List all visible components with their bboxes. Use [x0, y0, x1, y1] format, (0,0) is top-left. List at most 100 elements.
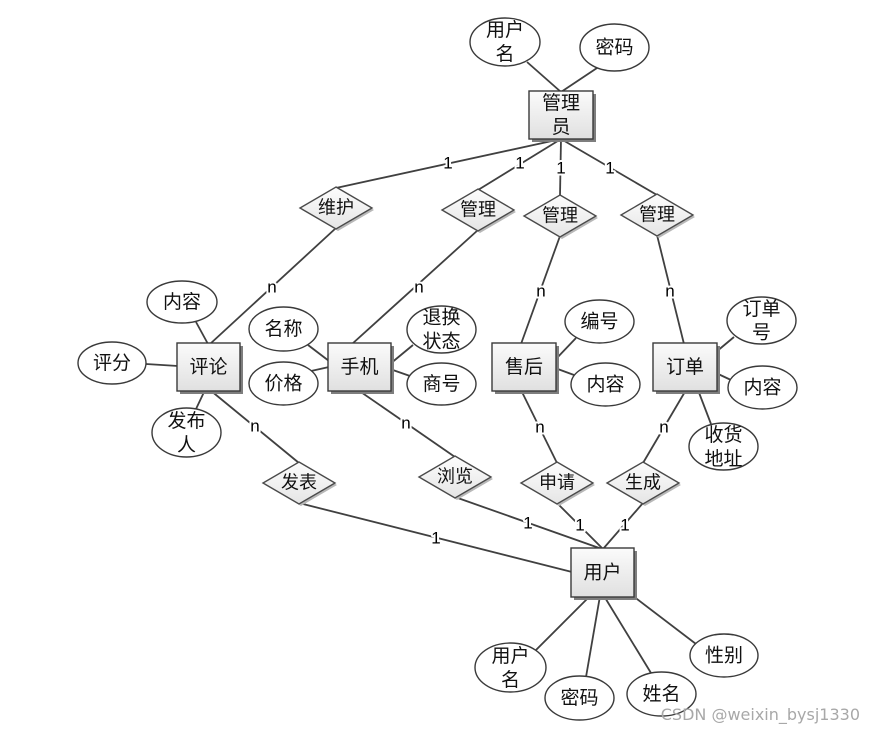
- connector-manage-phone-phone: [351, 229, 479, 345]
- entity-label: 订单: [666, 356, 704, 378]
- cardinality-label: 1: [515, 154, 524, 173]
- relationship-label: 申请: [539, 473, 575, 494]
- attribute-label: 内容: [743, 377, 781, 399]
- relationship-diamond: [522, 194, 598, 238]
- entities: 管理员 评论 手机 售后 订单 用户: [176, 90, 720, 600]
- attribute-label-line: 地址: [704, 448, 742, 470]
- entity-label: 售后: [505, 356, 543, 378]
- cardinality-label: n: [535, 418, 544, 437]
- attribute-label: 姓名: [642, 683, 680, 705]
- attribute-ellipse: [77, 341, 147, 385]
- attribute-label-line: 号: [752, 322, 771, 344]
- attribute-ellipse: [688, 422, 759, 471]
- attribute-after-sales-number: 编号: [564, 299, 635, 344]
- relationship-label: 管理: [542, 206, 578, 227]
- connector-phone-browse: [357, 389, 456, 458]
- attribute-ellipse: [564, 299, 635, 344]
- connector-comment-score: [145, 363, 179, 367]
- attribute-label-line: 名: [501, 669, 520, 691]
- relationship-label: 维护: [318, 198, 354, 219]
- attribute-label-line: 人: [177, 434, 196, 456]
- attribute-label: 退换状态: [422, 307, 460, 353]
- attribute-label: 内容: [586, 374, 624, 396]
- attribute-label: 用户名: [486, 19, 524, 65]
- relationship-maintain: 维护: [298, 186, 374, 231]
- relationship-manage-phone: 管理: [440, 188, 516, 233]
- attribute-phone-price: 价格: [248, 361, 319, 406]
- entity-label: 手机: [340, 356, 378, 378]
- attribute-comment-score: 评分: [77, 341, 147, 385]
- relationship-generate: 生成: [605, 461, 681, 506]
- connector-order-generate: [642, 389, 687, 464]
- connector-admin-username: [526, 61, 562, 93]
- attribute-label: 名称: [264, 318, 302, 340]
- entity-box: [327, 342, 392, 392]
- connector-admin-manage-phone: [477, 138, 562, 191]
- relationship-label: 管理: [460, 200, 496, 221]
- relationship-diamond: [261, 461, 337, 505]
- connector-after-sales-apply: [520, 389, 558, 464]
- cardinality-label: n: [665, 282, 674, 301]
- relationship-diamond: [440, 188, 516, 232]
- connector-apply-user: [556, 502, 604, 550]
- entity-label: 用户: [583, 562, 621, 584]
- cardinality-label: 1: [575, 516, 584, 535]
- connector-manage-after-sales-after-sales: [520, 235, 561, 345]
- relationship-browse: 浏览: [417, 455, 493, 500]
- entity-box: [528, 90, 594, 140]
- attribute-ellipse: [579, 23, 650, 72]
- attribute-label-line: 用户: [491, 645, 529, 667]
- attribute-ellipse: [727, 365, 798, 410]
- relationship-manage-after-sales: 管理: [522, 194, 598, 239]
- attribute-label: 收货地址: [704, 424, 742, 470]
- attribute-ellipse: [726, 296, 797, 345]
- attribute-ellipse: [474, 642, 547, 693]
- attribute-after-sales-content: 内容: [570, 362, 641, 407]
- attribute-label-line: 订单: [742, 298, 780, 320]
- attribute-label: 密码: [595, 37, 633, 59]
- relationship-diamond: [298, 186, 374, 230]
- entity-admin: 管理员: [528, 90, 596, 142]
- relationship-diamond: [605, 461, 681, 505]
- attribute-label: 密码: [560, 687, 598, 709]
- attribute-label: 价格: [264, 373, 302, 395]
- attribute-ellipse: [248, 306, 319, 352]
- cardinality-label: 1: [620, 516, 629, 535]
- attributes: 用户名 密码 内容 评分 发布人 名称 价格 退换状态: [77, 17, 798, 721]
- entity-box: [570, 547, 635, 598]
- connector-publish-user: [298, 502, 573, 573]
- attribute-user-username: 用户名: [474, 642, 547, 693]
- cardinality-label: n: [267, 278, 276, 297]
- connector-admin-maintain: [335, 138, 562, 189]
- relationship-apply: 申请: [519, 461, 595, 506]
- attribute-ellipse: [469, 17, 541, 67]
- cardinality-label: n: [250, 417, 259, 436]
- attribute-ellipse: [570, 362, 641, 407]
- connector-user-name: [603, 595, 652, 674]
- attribute-ellipse: [248, 361, 319, 406]
- entity-box: [652, 342, 718, 392]
- connector-manage-order-order: [656, 234, 685, 345]
- relationship-label: 浏览: [437, 467, 473, 488]
- attribute-ellipse: [146, 280, 218, 324]
- attribute-order-content: 内容: [727, 365, 798, 410]
- attribute-ellipse: [544, 675, 615, 721]
- entity-label-line: 员: [551, 116, 570, 138]
- cardinality-label: 1: [556, 159, 565, 178]
- attribute-label: 用户名: [491, 645, 529, 691]
- attribute-label: 编号: [580, 311, 618, 333]
- cardinality-label: n: [401, 414, 410, 433]
- attribute-ellipse: [406, 362, 477, 406]
- entity-box: [491, 342, 557, 392]
- attribute-label: 评分: [93, 352, 131, 374]
- relationships: 维护 管理 管理 管理 发表 浏览 申请: [261, 186, 695, 506]
- entity-comment: 评论: [176, 342, 243, 394]
- connector-admin-manage-after-sales: [559, 138, 562, 197]
- attribute-ellipse: [626, 671, 697, 717]
- attribute-label-line: 收货: [704, 424, 742, 446]
- cardinality-label: n: [536, 282, 545, 301]
- connector-comment-content: [195, 321, 209, 345]
- connector-user-password: [585, 595, 601, 678]
- entity-user: 用户: [570, 547, 637, 600]
